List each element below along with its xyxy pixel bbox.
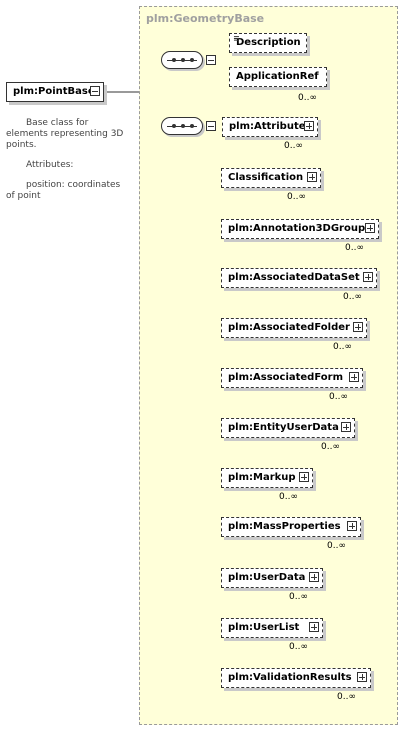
sequence-compositor-icon[interactable] bbox=[161, 117, 216, 135]
element-label: plm:ValidationResults bbox=[228, 672, 352, 683]
cardinality-label: 0..∞ bbox=[343, 292, 362, 302]
element-label: plm:MassProperties bbox=[228, 521, 341, 532]
element-label: Description bbox=[236, 37, 301, 48]
cardinality-label: 0..∞ bbox=[327, 541, 346, 551]
cardinality-label: 0..∞ bbox=[284, 141, 303, 151]
element-box[interactable]: Classification bbox=[221, 168, 321, 188]
element-label: ApplicationRef bbox=[236, 71, 319, 82]
element-label: plm:AssociatedForm bbox=[228, 372, 343, 383]
element-box[interactable]: plm:MassProperties bbox=[221, 517, 361, 537]
element-label: plm:EntityUserData bbox=[228, 422, 339, 433]
cardinality-label: 0..∞ bbox=[287, 192, 306, 202]
sequence-compositor-icon[interactable] bbox=[161, 51, 216, 69]
cardinality-label: 0..∞ bbox=[289, 642, 308, 652]
element-box[interactable]: ApplicationRef bbox=[229, 67, 327, 87]
expand-icon[interactable] bbox=[363, 272, 373, 282]
cardinality-label: 0..∞ bbox=[321, 442, 340, 452]
element-box[interactable]: plm:UserList bbox=[221, 618, 323, 638]
doc-line-3: position: coordinates of point bbox=[6, 180, 121, 201]
expand-icon[interactable] bbox=[304, 121, 314, 131]
element-label: plm:Markup bbox=[228, 472, 296, 483]
expand-icon[interactable] bbox=[357, 672, 367, 682]
expand-icon[interactable] bbox=[309, 572, 319, 582]
element-box[interactable]: plm:Markup bbox=[221, 468, 313, 488]
element-label: plm:Annotation3DGroup bbox=[228, 223, 366, 234]
cardinality-label: 0..∞ bbox=[337, 692, 356, 702]
element-box[interactable]: plm:AssociatedFolder bbox=[221, 318, 367, 338]
expand-icon[interactable] bbox=[347, 521, 357, 531]
cardinality-label: 0..∞ bbox=[329, 392, 348, 402]
expand-icon[interactable] bbox=[299, 472, 309, 482]
doc-line-2: Attributes: bbox=[26, 160, 74, 170]
group-title: plm:GeometryBase bbox=[146, 12, 265, 25]
expand-icon[interactable] bbox=[309, 622, 319, 632]
expand-icon[interactable] bbox=[307, 172, 317, 182]
root-element[interactable]: plm:PointBase bbox=[6, 82, 104, 102]
doc-line-1: Base class for elements representing 3D … bbox=[6, 118, 124, 150]
collapse-icon[interactable] bbox=[90, 86, 100, 96]
expand-icon[interactable] bbox=[353, 322, 363, 332]
expand-icon[interactable] bbox=[365, 223, 375, 233]
collapse-icon[interactable] bbox=[206, 121, 216, 131]
expand-icon[interactable] bbox=[341, 422, 351, 432]
expand-icon[interactable] bbox=[349, 372, 359, 382]
element-box[interactable]: plm:Attribute bbox=[222, 117, 318, 137]
collapse-icon[interactable] bbox=[206, 55, 216, 65]
element-label: plm:AssociatedDataSet bbox=[228, 272, 360, 283]
element-box[interactable]: plm:UserData bbox=[221, 568, 323, 588]
element-box[interactable]: plm:ValidationResults bbox=[221, 668, 371, 688]
element-label: plm:UserData bbox=[228, 572, 306, 583]
element-label: Classification bbox=[228, 172, 304, 183]
root-element-label: plm:PointBase bbox=[13, 86, 95, 97]
element-box[interactable]: plm:AssociatedDataSet bbox=[221, 268, 377, 288]
element-label: plm:UserList bbox=[228, 622, 300, 633]
cardinality-label: 0..∞ bbox=[279, 492, 298, 502]
element-label: plm:AssociatedFolder bbox=[228, 322, 350, 333]
cardinality-label: 0..∞ bbox=[289, 592, 308, 602]
documentation-icon: ≡ bbox=[233, 34, 240, 43]
element-box[interactable]: plm:EntityUserData bbox=[221, 418, 355, 438]
element-box[interactable]: ≡Description bbox=[229, 33, 307, 53]
cardinality-label: 0..∞ bbox=[333, 342, 352, 352]
element-label: plm:Attribute bbox=[229, 121, 306, 132]
element-box[interactable]: plm:Annotation3DGroup bbox=[221, 219, 379, 239]
documentation: Base class for elements representing 3D … bbox=[6, 118, 130, 211]
cardinality-label: 0..∞ bbox=[345, 243, 364, 253]
element-box[interactable]: plm:AssociatedForm bbox=[221, 368, 363, 388]
cardinality-label: 0..∞ bbox=[298, 93, 317, 103]
